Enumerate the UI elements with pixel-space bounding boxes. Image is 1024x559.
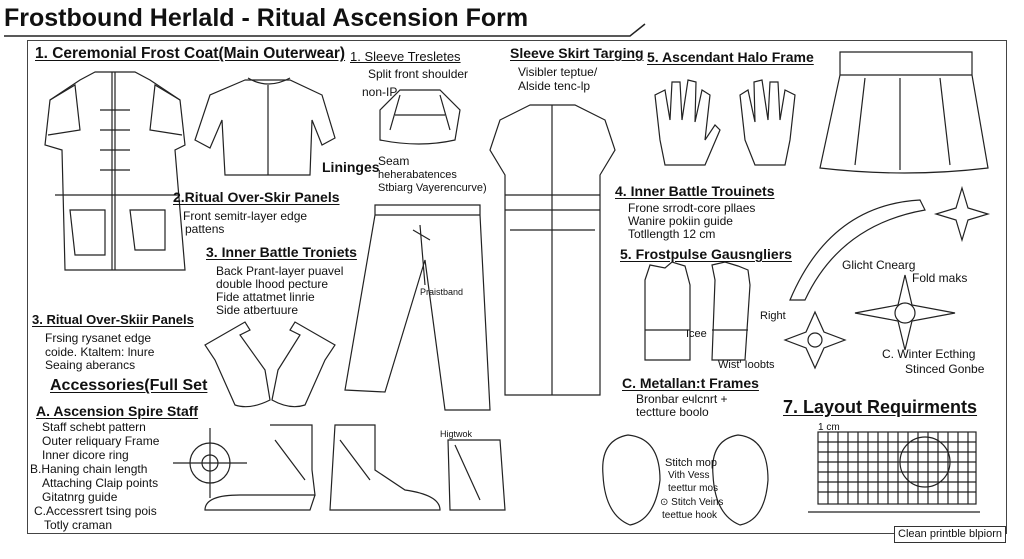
- gauntlets-drawing: [644, 261, 751, 361]
- trousers3-line: Back Prant-layer puavel: [216, 264, 344, 278]
- jacket-drawing: [489, 104, 616, 396]
- metal-line: Bronbar ечlcnrt +: [636, 392, 728, 406]
- panels3-line: Seaing aberancs: [45, 358, 136, 372]
- sheet-frame: [27, 40, 1007, 534]
- sleeve-heading: 1. Sleeve Tresletes: [350, 49, 461, 64]
- crescent-label: Fold maks: [912, 271, 968, 285]
- star-ornaments-drawing: [783, 185, 991, 370]
- accessories-line: Inner dicore ring: [42, 448, 129, 462]
- panels2-heading: 2.Ritual Over-Skir Panels: [173, 189, 340, 205]
- crescent-label: Glicht Cnearg: [842, 258, 916, 272]
- sleeve-skirt-line: Visibler teptue/: [518, 65, 598, 79]
- frost-coat-drawing: [44, 71, 186, 271]
- panels3-line: Frsing rysanet edge: [45, 331, 152, 345]
- cropped-shirt-drawing: [194, 77, 336, 176]
- metal-line: tectture boolo: [636, 405, 709, 419]
- trousers3-line: double lhood pecture: [216, 277, 329, 291]
- halo-heading: 5. Ascendant Halo Frame: [647, 49, 814, 65]
- trousers3-line: Fide attatmet linrie: [216, 290, 315, 304]
- trousers3-line: Side atbertuure: [216, 303, 299, 317]
- gloves-drawing: [654, 79, 796, 166]
- metal-heading: C. Metallan:t Frames: [622, 375, 759, 391]
- accessories-heading: Accessories(Full Set: [50, 377, 208, 394]
- accessories-line: Totly craman: [44, 518, 113, 532]
- higtwok-label: Higtwok: [440, 429, 473, 439]
- soles-line: teettue hook: [662, 510, 718, 521]
- layout-heading: 7. Layout Requirments: [783, 397, 978, 417]
- winter-label: Stinced Gonbe: [905, 362, 985, 376]
- accessories-line: Attaching Claip points: [42, 476, 159, 490]
- trousers4-line: Frone srrodt-core pllaes: [628, 201, 756, 215]
- accessories-line: Gitatnrg guide: [42, 490, 118, 504]
- accessories-line: C.Accessrert tsing pois: [34, 504, 157, 518]
- page-title: Frostbound Herlald - Ritual Ascension Fo…: [4, 4, 529, 32]
- gauntlets-ice-label: Icee: [686, 328, 707, 340]
- coat-heading: 1. Ceremonial Frost Coat(Main Outerwear): [35, 45, 346, 62]
- skirt-drawing: [819, 51, 989, 174]
- soles-drawing: [602, 434, 769, 526]
- staff-heading: A. Ascension Spire Staff: [36, 403, 199, 419]
- accessories-line: Outer reliquary Frame: [42, 434, 160, 448]
- linings-line: Stbiarg Vayerencurve): [378, 182, 487, 194]
- linings-line: heherabatences: [378, 169, 457, 181]
- soles-line: Stitch mop: [665, 457, 717, 469]
- panels2-line: pattens: [185, 222, 225, 236]
- staff-ornament-drawing: [173, 428, 247, 498]
- soles-line: Vith Vess: [668, 470, 710, 481]
- gauntlets-right-label: Right: [760, 310, 786, 322]
- accessories-line: B.Haning chain length: [30, 462, 148, 476]
- sleeve-line: non-IP: [362, 85, 398, 99]
- trousers-drawing: [344, 204, 491, 411]
- short-boot-drawing: [447, 439, 506, 511]
- winter-label: C. Winter Ecthing: [882, 347, 976, 361]
- mittens-drawing: [204, 321, 336, 408]
- panels3-line: coide. Ktaltem: lnure: [45, 345, 155, 359]
- panels2-line: Front semitr-layer edge: [183, 209, 308, 223]
- trousers4-heading: 4. Inner Battle Trouinets: [615, 183, 775, 199]
- trousers4-line: Totllength 12 cm: [628, 227, 716, 241]
- trousers3-heading: 3. Inner Battle Troniets: [206, 244, 357, 260]
- boots-drawing: [204, 424, 441, 511]
- gauntlets-wrist-label: Wist' Ioobts: [718, 359, 775, 371]
- sleeve-line: Split front shoulder: [368, 67, 469, 81]
- grid-scale-label: 1 cm: [818, 422, 840, 433]
- sleeve-skirt-heading: Sleeve Skirt Targing: [510, 45, 644, 61]
- accessories-line: Staff schebt pattern: [42, 420, 146, 434]
- shoulder-collar-drawing: [379, 89, 461, 145]
- soles-line: ⊙ Stitch Veins: [660, 497, 724, 508]
- gauntlets-heading: 5. Frostpulse Gausngliers: [620, 246, 792, 262]
- linings-label: Lininges: [322, 159, 380, 175]
- crescent-drawing: [789, 199, 926, 301]
- soles-line: teettur mos: [668, 483, 719, 494]
- footer-caption: Clean printble blpiorn: [894, 526, 1006, 543]
- waistband-label: Praistband: [420, 287, 464, 297]
- measurement-grid-drawing: [808, 431, 980, 513]
- panels3-heading: 3. Ritual Over-Skiir Panels: [32, 312, 194, 327]
- trousers4-line: Wanire pokiin guide: [628, 214, 733, 228]
- sleeve-skirt-line: Alside tenc-lp: [518, 79, 591, 93]
- linings-line: Seam: [378, 154, 410, 168]
